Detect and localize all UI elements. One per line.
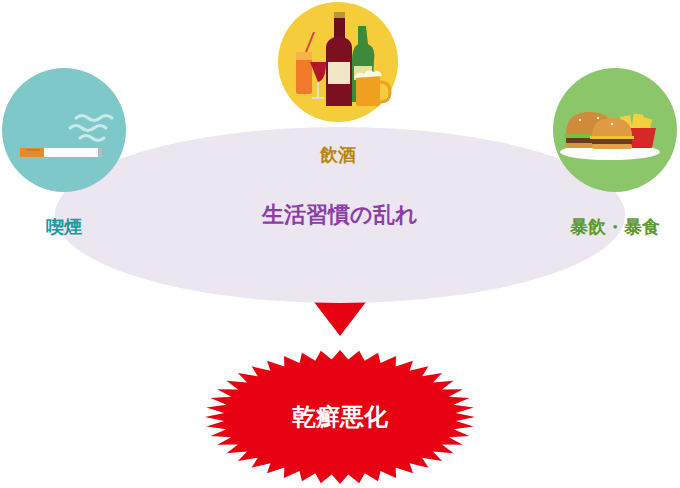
drinks-icon-part: [334, 16, 345, 40]
cigarette-icon-part: [26, 150, 40, 151]
circle-shape: [278, 2, 398, 122]
cigarette-icon-part: [76, 116, 112, 121]
drinks-icon-part: [334, 12, 345, 18]
drinks-icon-part: [380, 82, 390, 102]
worsening-burst: 乾癬悪化: [205, 350, 475, 484]
burger-icon-part: [590, 136, 634, 139]
result-label: 乾癬悪化: [292, 403, 388, 432]
cigarette-icon-part: [44, 148, 98, 157]
cigarette-icon-part: [80, 136, 104, 141]
cigarette-icon-part: [20, 148, 44, 157]
drinking-circle-outline: [278, 2, 398, 122]
burger-icon-part: [566, 112, 614, 134]
drinks-icon-part: [312, 97, 324, 99]
burger-icon-part: [592, 118, 632, 136]
drinks-icon-part: [328, 62, 350, 84]
arrow-head: [314, 302, 366, 336]
burger-icon-part: [620, 115, 634, 138]
drinks-icon-part: [356, 76, 380, 106]
burger-icon-part: [620, 128, 656, 148]
overeating-circle-outline: [553, 68, 677, 192]
smoking-circle-outline: [2, 68, 126, 192]
drinks-icon-part: [354, 70, 382, 78]
cause-label: 生活習慣の乱れ: [262, 202, 418, 228]
burger-icon-part: [564, 134, 616, 138]
drinking-circle: 飲酒: [278, 2, 398, 122]
burger-icon-part: [611, 123, 613, 125]
burger-icon-part: [592, 144, 632, 149]
drinks-icon-part: [296, 52, 312, 60]
burger-icon-part: [630, 113, 643, 138]
cigarette-icon: [20, 116, 112, 158]
burger-icon-part: [592, 139, 632, 144]
burger-icon-part: [579, 119, 581, 121]
drinks-icon-part: [354, 66, 372, 80]
ellipse-shape: [55, 127, 625, 303]
drinks-icon-part: [352, 26, 374, 102]
circle-shape: [2, 68, 126, 192]
drinks-icon-part: [310, 62, 326, 82]
burger-icon-part: [566, 138, 614, 143]
burger-icon-part: [566, 143, 614, 148]
circle-shape: [553, 68, 677, 192]
burger-icon-part: [638, 117, 653, 139]
drinks-icon: [296, 12, 390, 106]
drinks-icon-part: [317, 82, 319, 98]
burger-icon-part: [597, 117, 599, 119]
overeating-circle: 暴飲・暴食: [553, 68, 677, 192]
starburst-shape: [205, 350, 475, 484]
cigarette-icon-part: [70, 126, 106, 131]
smoking-circle: 喫煙: [2, 68, 126, 192]
icon-label: 喫煙: [46, 216, 82, 238]
drinks-icon-part: [306, 32, 314, 52]
burger-icon: [560, 112, 660, 160]
drinks-icon-part: [296, 52, 312, 94]
icon-label: 暴飲・暴食: [570, 216, 660, 238]
cigarette-icon-part: [98, 148, 102, 157]
burger-icon-part: [560, 144, 660, 160]
icon-label: 飲酒: [320, 144, 356, 166]
drinks-icon-part: [326, 36, 352, 106]
